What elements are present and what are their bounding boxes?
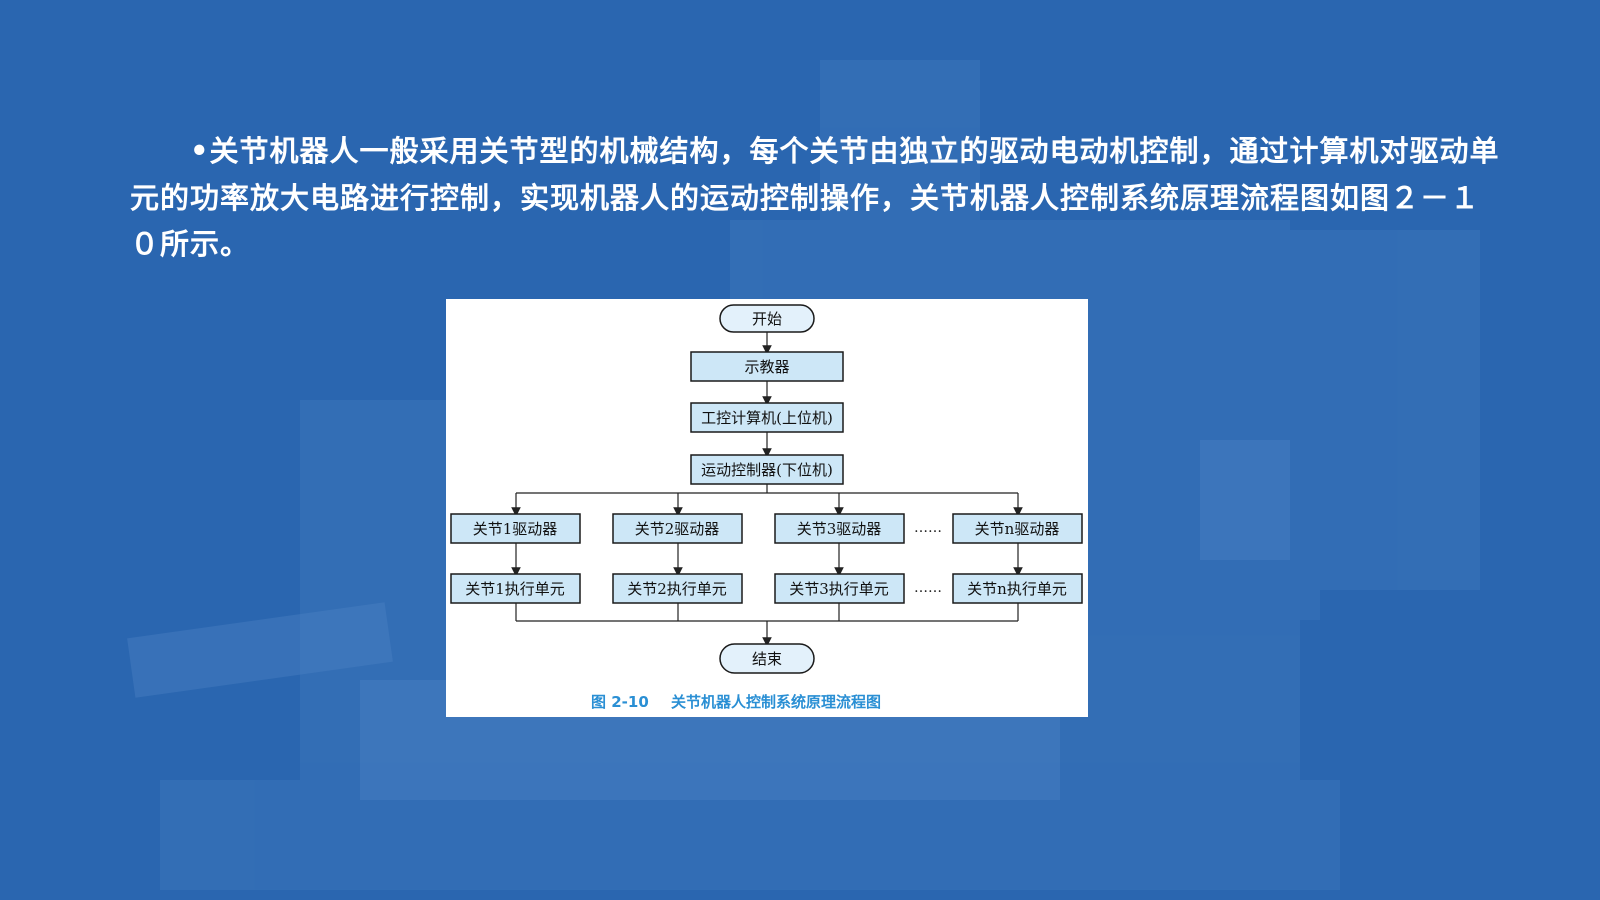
flowchart-svg: 开始 示教器 工控计算机(上位机) 运动控制器(下位机) 关节1驱	[450, 304, 1083, 711]
actuator-3-label: 关节3执行单元	[789, 580, 889, 598]
driver-n-node: 关节n驱动器	[952, 513, 1083, 544]
body-paragraph: •关节机器人一般采用关节型的机械结构，每个关节由独立的驱动电动机控制，通过计算机…	[130, 128, 1500, 268]
motion-controller-node: 运动控制器(下位机)	[690, 454, 844, 485]
start-node: 开始	[719, 304, 815, 333]
driver-2-node: 关节2驱动器	[612, 513, 743, 544]
actuator-1-label: 关节1执行单元	[465, 580, 565, 598]
ellipsis-drivers: ……	[914, 520, 942, 536]
ipc-label: 工控计算机(上位机)	[701, 409, 833, 427]
ellipsis-actuators: ……	[914, 580, 942, 596]
motion-controller-label: 运动控制器(下位机)	[701, 461, 833, 479]
driver-1-label: 关节1驱动器	[473, 520, 558, 538]
end-node: 结束	[719, 643, 815, 674]
actuator-n-label: 关节n执行单元	[967, 580, 1067, 598]
actuator-1-node: 关节1执行单元	[450, 573, 581, 604]
driver-3-node: 关节3驱动器	[774, 513, 905, 544]
figure-caption-title: 关节机器人控制系统原理流程图	[671, 693, 881, 711]
end-label: 结束	[752, 650, 782, 668]
flowchart-figure: 开始 示教器 工控计算机(上位机) 运动控制器(下位机) 关节1驱	[446, 299, 1088, 717]
teach-pendant-label: 示教器	[744, 358, 789, 376]
teach-pendant-node: 示教器	[690, 351, 844, 382]
driver-n-label: 关节n驱动器	[975, 520, 1060, 538]
actuator-2-label: 关节2执行单元	[627, 580, 727, 598]
figure-caption-number: 图 2-10	[591, 693, 649, 711]
driver-3-label: 关节3驱动器	[797, 520, 882, 538]
actuator-3-node: 关节3执行单元	[774, 573, 905, 604]
start-label: 开始	[752, 310, 782, 328]
actuator-2-node: 关节2执行单元	[612, 573, 743, 604]
actuator-n-node: 关节n执行单元	[952, 573, 1083, 604]
body-paragraph-text: •关节机器人一般采用关节型的机械结构，每个关节由独立的驱动电动机控制，通过计算机…	[130, 134, 1500, 261]
driver-1-node: 关节1驱动器	[450, 513, 581, 544]
ipc-node: 工控计算机(上位机)	[690, 402, 844, 433]
driver-2-label: 关节2驱动器	[635, 520, 720, 538]
